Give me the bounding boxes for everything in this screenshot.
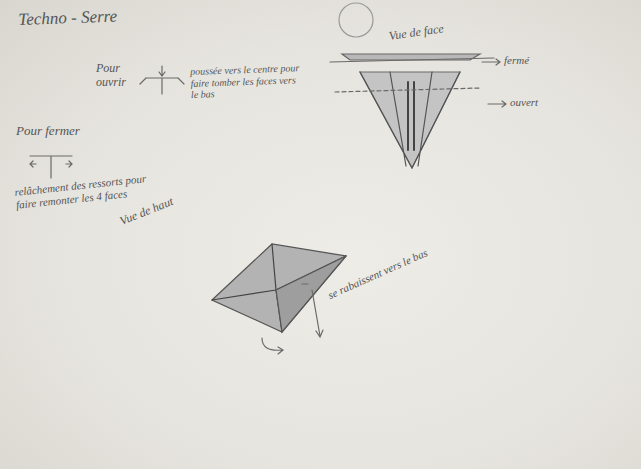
step-note: poussée vers le centre pour faire tomber… [190, 62, 301, 100]
state-label: ouvert [510, 96, 538, 109]
state-label: fermé [504, 54, 529, 67]
step-heading: Pour ouvrir [96, 62, 140, 90]
sketch-title: Techno - Serre [18, 7, 117, 30]
step-heading: Pour fermer [16, 124, 80, 139]
